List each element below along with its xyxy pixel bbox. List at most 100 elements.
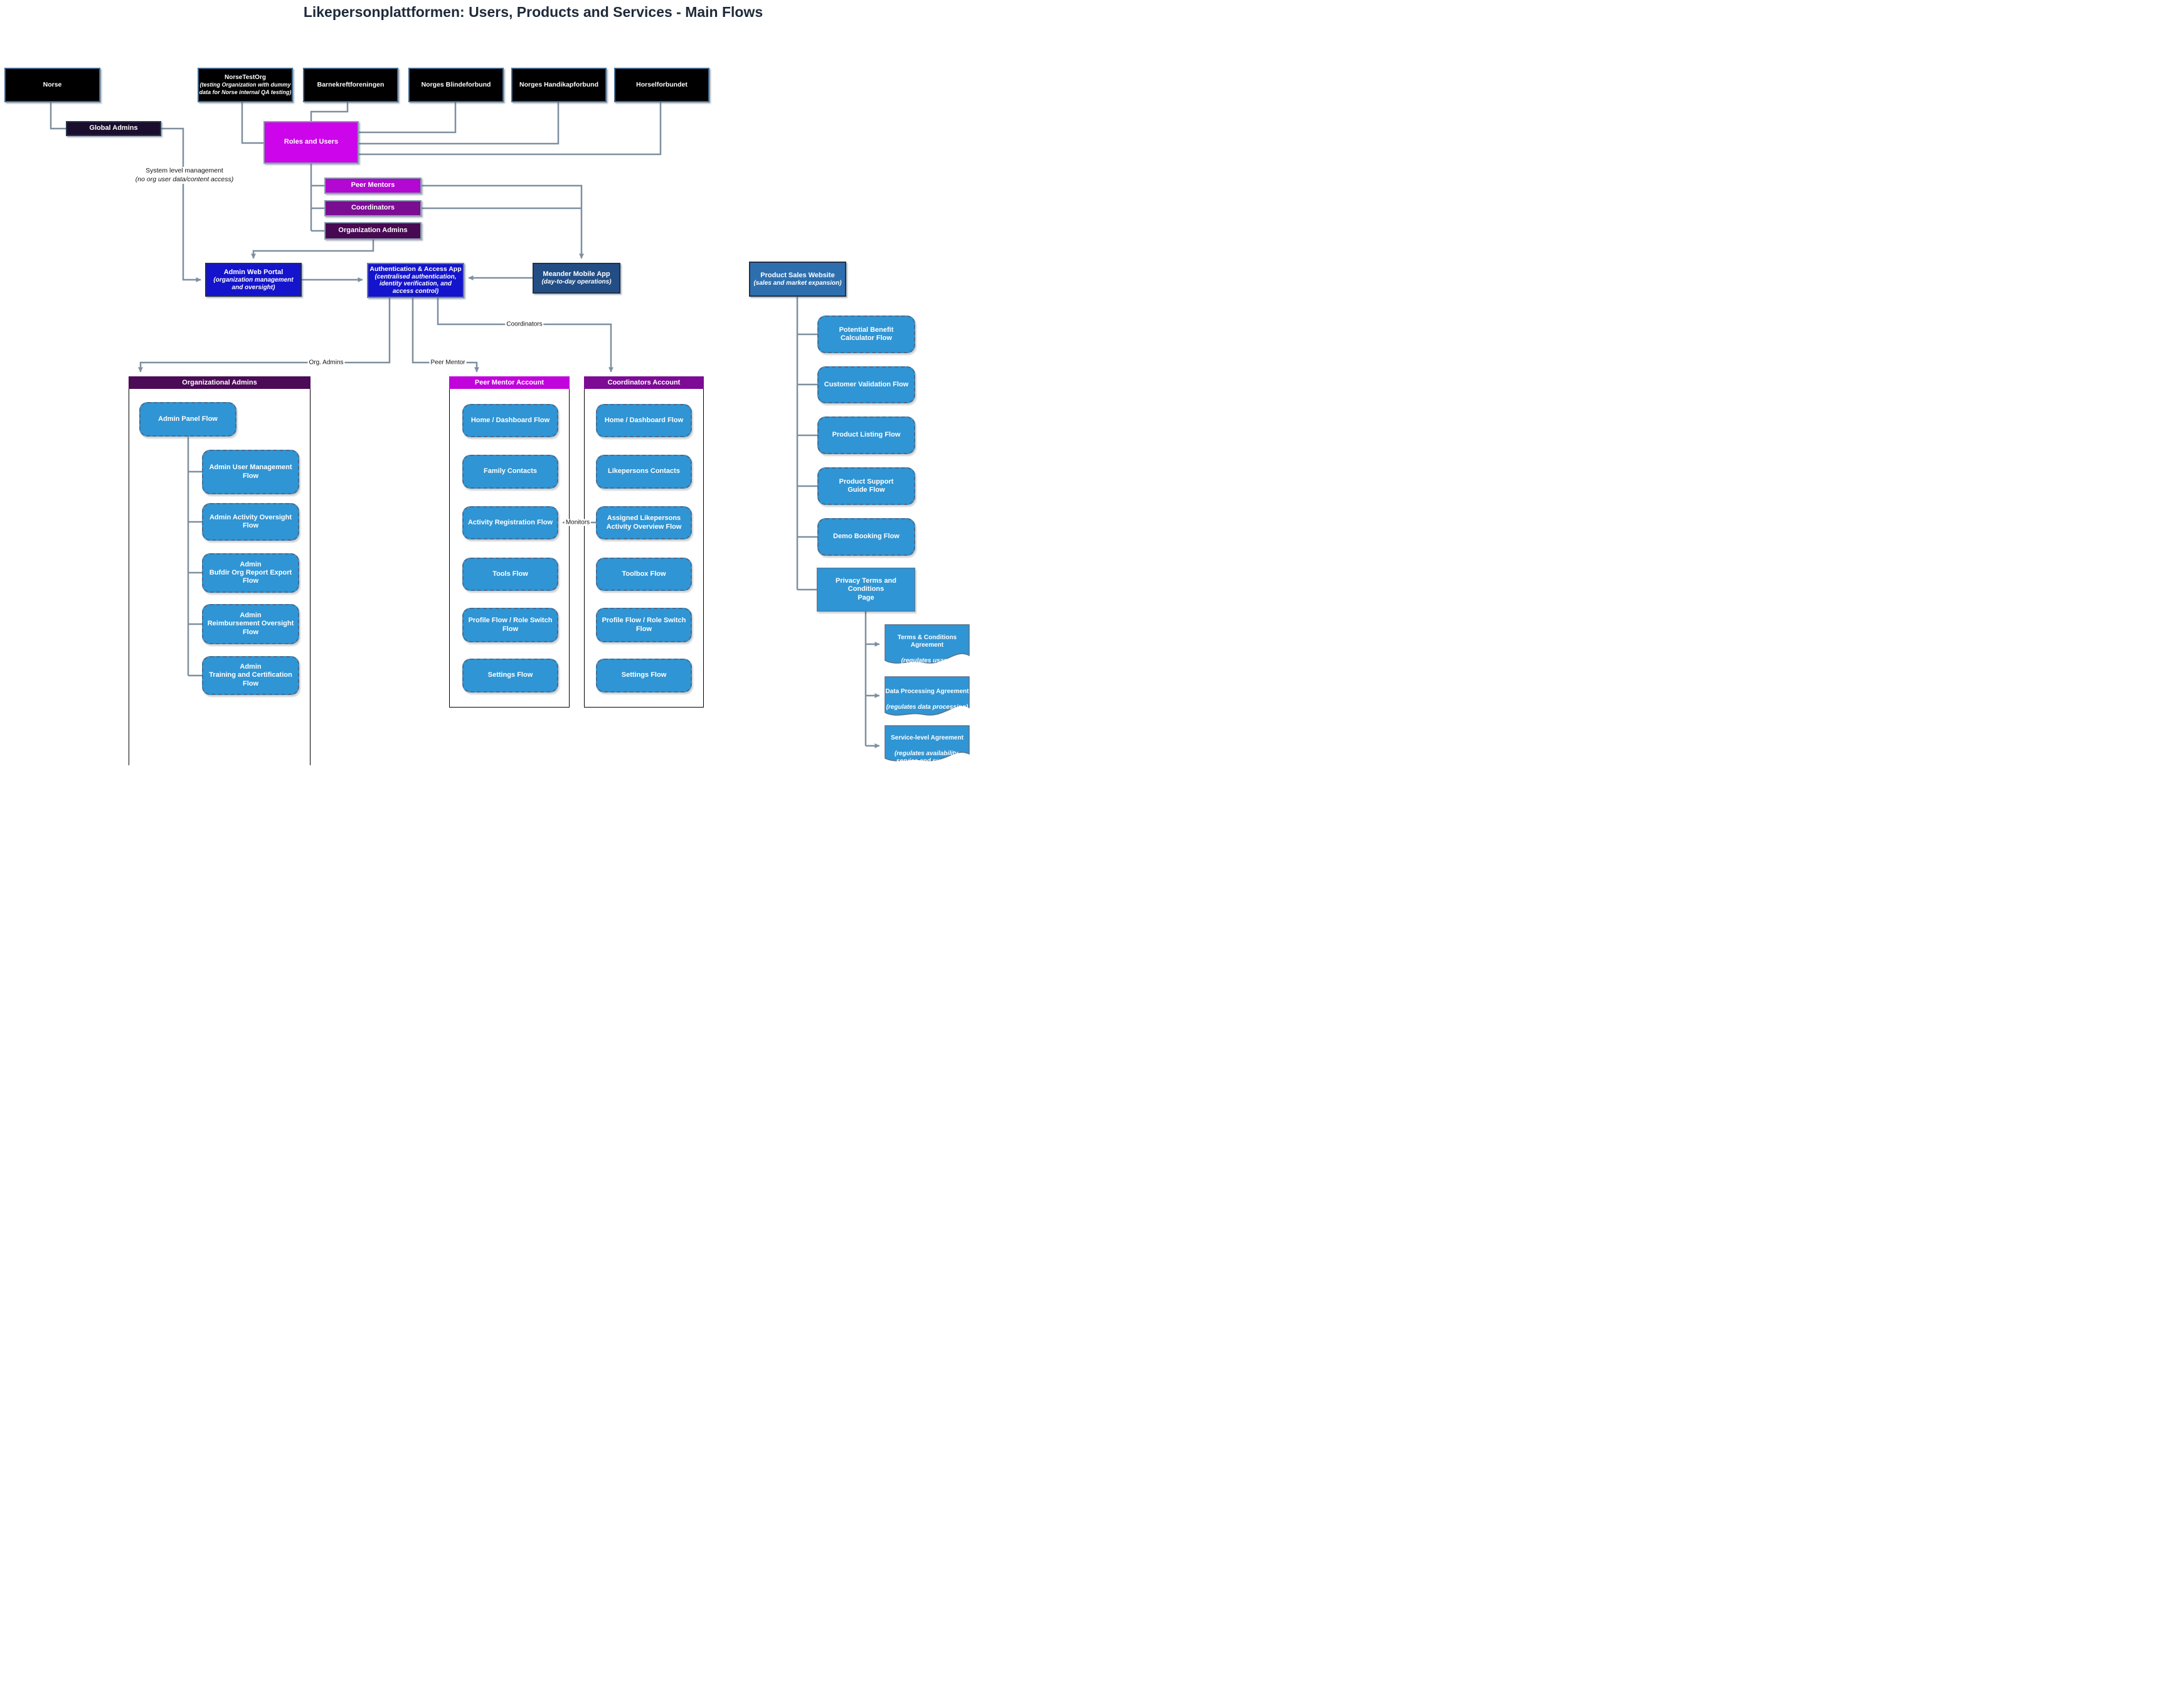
flow-demo-booking: Demo Booking Flow — [817, 518, 915, 556]
sales-website-note: (sales and market expansion) — [753, 279, 842, 287]
service-level-note: (regulates availability, service and sup… — [894, 750, 960, 765]
edge-handikap-roles — [359, 102, 560, 145]
flow-pm-settings-label: Settings Flow — [487, 671, 533, 679]
flow-admin-user-management: Admin User Management Flow — [202, 450, 299, 494]
node-privacy-terms-page: Privacy Terms and Conditions Page — [817, 568, 915, 612]
auth-access-app-note: (centralised authentication, identity ve… — [374, 273, 457, 295]
org-horselforbundet-label: Horselforbundet — [636, 81, 687, 89]
global-admins-label: Global Admins — [89, 124, 138, 132]
flow-pm-family-contacts-label: Family Contacts — [484, 467, 537, 475]
org-blindeforbund-label: Norges Blindeforbund — [421, 81, 491, 89]
flow-product-support-guide: Product Support Guide Flow — [817, 467, 915, 505]
node-roles-and-users: Roles and Users — [263, 121, 359, 164]
flow-admin-reimbursement: Admin Reimbursement Oversight Flow — [202, 604, 299, 644]
edge-norse-globaladmins — [50, 102, 66, 130]
org-admins-branch-wires — [187, 437, 202, 677]
node-auth-access-app: Authentication & Access App (centralised… — [367, 263, 464, 298]
terms-conditions-title: Terms & Conditions Agreement — [897, 634, 957, 649]
label-coordinators: Coordinators — [505, 321, 544, 328]
doc-terms-conditions-agreement: Terms & Conditions Agreement (regulates … — [884, 624, 970, 668]
wave-shape — [884, 676, 970, 716]
terms-conditions-note: (regulates usage) — [901, 657, 953, 664]
flow-admin-training-certification-label: Admin Training and Certification Flow — [209, 663, 292, 687]
flow-potential-benefit-calculator-label: Potential Benefit Calculator Flow — [839, 326, 894, 342]
node-product-sales-website: Product Sales Website (sales and market … — [749, 262, 846, 297]
flow-pm-settings: Settings Flow — [462, 659, 558, 692]
flow-admin-user-management-label: Admin User Management Flow — [209, 464, 292, 480]
meander-title: Meander Mobile App — [543, 270, 610, 278]
org-norse-label: Norse — [43, 81, 62, 89]
flow-pm-profile-role-switch-label: Profile Flow / Role Switch Flow — [468, 617, 553, 633]
edge-auth-orgadmins-col — [138, 298, 391, 373]
org-norsetestorg-note: (testing Organization with dummy data fo… — [199, 82, 292, 95]
node-admin-web-portal: Admin Web Portal (organization managemen… — [205, 263, 302, 297]
roles-and-users-label: Roles and Users — [284, 138, 339, 146]
node-meander-mobile-app: Meander Mobile App (day-to-day operation… — [533, 263, 620, 294]
diagram-canvas: Likepersonplattformen: Users, Products a… — [0, 0, 970, 765]
auth-access-app-title: Authentication & Access App — [369, 265, 462, 273]
flow-pm-tools-label: Tools Flow — [492, 570, 528, 578]
flow-product-listing: Product Listing Flow — [817, 416, 915, 454]
flow-admin-bufdir-report: Admin Bufdir Org Report Export Flow — [202, 553, 299, 593]
org-admins-header: Organizational Admins — [129, 376, 311, 389]
edge-barnekreft-roles — [310, 102, 349, 121]
org-horselforbundet: Horselforbundet — [614, 68, 709, 102]
flow-co-assigned-likepersons: Assigned Likepersons Activity Overview F… — [596, 506, 692, 539]
flow-co-profile-role-switch: Profile Flow / Role Switch Flow — [596, 608, 692, 642]
node-peer-mentors: Peer Mentors — [324, 178, 422, 194]
flow-co-home-dashboard: Home / Dashboard Flow — [596, 404, 692, 437]
privacy-terms-page-label: Privacy Terms and Conditions Page — [835, 577, 896, 602]
org-norsetestorg: NorseTestOrg (testing Organization with … — [198, 68, 293, 102]
flow-customer-validation: Customer Validation Flow — [817, 366, 915, 403]
label-monitors: Monitors — [564, 519, 592, 526]
org-norsetestorg-label: NorseTestOrg — [225, 74, 266, 82]
flow-admin-bufdir-report-label: Admin Bufdir Org Report Export Flow — [209, 560, 292, 585]
node-coordinators: Coordinators — [324, 200, 422, 216]
flow-potential-benefit-calculator: Potential Benefit Calculator Flow — [817, 316, 915, 353]
service-level-title: Service-level Agreement — [891, 735, 964, 742]
flow-demo-booking-label: Demo Booking Flow — [833, 533, 900, 541]
node-organization-admins: Organization Admins — [324, 222, 422, 240]
data-processing-note: (regulates data processing) — [886, 703, 969, 711]
diagram-title: Likepersonplattformen: Users, Products a… — [303, 4, 763, 20]
label-system-level-line1: System level management — [146, 167, 223, 174]
admin-web-portal-title: Admin Web Portal — [223, 268, 284, 276]
flow-admin-training-certification: Admin Training and Certification Flow — [202, 656, 299, 695]
flow-pm-family-contacts: Family Contacts — [462, 455, 558, 489]
flow-co-likepersons-contacts: Likepersons Contacts — [596, 455, 692, 489]
flow-co-assigned-likepersons-label: Assigned Likepersons Activity Overview F… — [606, 514, 682, 531]
coordinators-header: Coordinators Account — [584, 376, 704, 389]
meander-note: (day-to-day operations) — [541, 278, 612, 286]
edge-globaladmins-portal — [161, 127, 201, 282]
flow-pm-home-dashboard-label: Home / Dashboard Flow — [470, 416, 550, 424]
flow-pm-profile-role-switch: Profile Flow / Role Switch Flow — [462, 608, 558, 642]
data-processing-title: Data Processing Agreement — [885, 688, 969, 696]
org-barnekreftforeningen: Barnekreftforeningen — [303, 68, 398, 102]
org-barnekreftforeningen-label: Barnekreftforeningen — [317, 81, 385, 89]
organization-admins-label: Organization Admins — [338, 226, 408, 235]
flow-co-toolbox: Toolbox Flow — [596, 558, 692, 591]
flow-admin-reimbursement-label: Admin Reimbursement Oversight Flow — [207, 612, 294, 636]
flow-pm-tools: Tools Flow — [462, 558, 558, 591]
flow-customer-validation-label: Customer Validation Flow — [824, 380, 909, 388]
flow-admin-activity-oversight-label: Admin Activity Oversight Flow — [209, 513, 292, 529]
edge-orgadmins-portal — [251, 240, 374, 259]
flow-pm-activity-registration-label: Activity Registration Flow — [467, 518, 553, 526]
flow-co-home-dashboard-label: Home / Dashboard Flow — [604, 416, 684, 424]
flow-admin-activity-oversight: Admin Activity Oversight Flow — [202, 503, 299, 541]
flow-co-toolbox-label: Toolbox Flow — [622, 570, 666, 578]
flow-admin-panel: Admin Panel Flow — [139, 402, 236, 437]
wave-shape — [884, 725, 970, 761]
peer-mentors-label: Peer Mentors — [351, 181, 395, 189]
doc-service-level-agreement: Service-level Agreement (regulates avail… — [884, 725, 970, 765]
flow-admin-panel-label: Admin Panel Flow — [158, 415, 218, 423]
flow-pm-activity-registration: Activity Registration Flow — [462, 506, 558, 539]
flow-pm-home-dashboard: Home / Dashboard Flow — [462, 404, 558, 437]
label-system-level-management: System level management (no org user dat… — [130, 167, 238, 184]
edge-horsel-roles — [359, 102, 662, 156]
org-handikapforbund-label: Norges Handikapforbund — [519, 81, 598, 89]
edge-norsetestorg-roles — [241, 102, 263, 144]
flow-product-listing-label: Product Listing Flow — [832, 431, 901, 439]
coordinators-label: Coordinators — [351, 204, 395, 212]
admin-web-portal-note: (organization management and oversight) — [213, 276, 294, 291]
